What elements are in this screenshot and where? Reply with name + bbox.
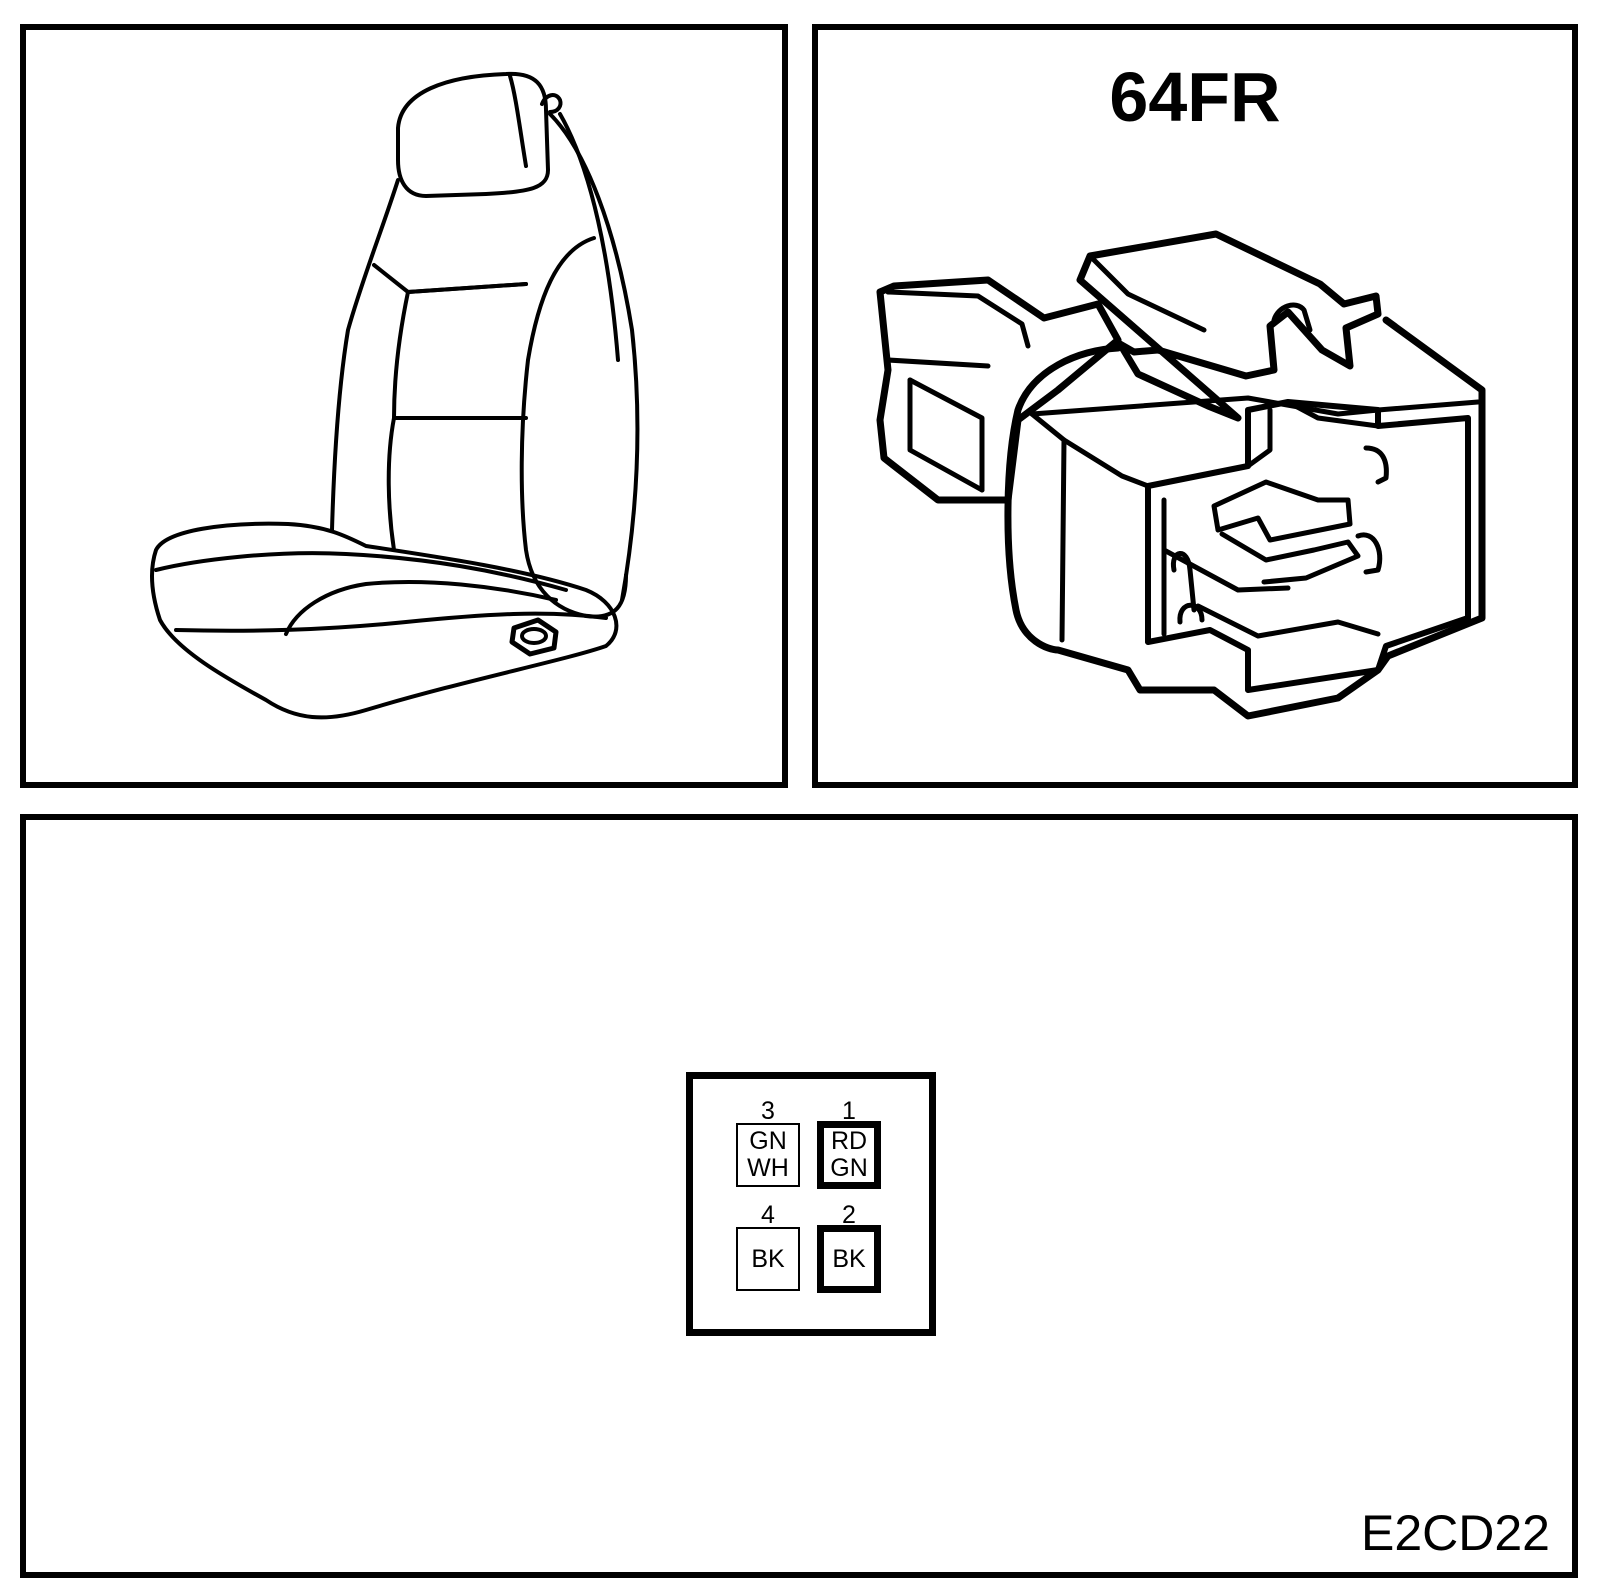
pin-cavity-1: RD GN — [817, 1121, 881, 1189]
seat-icon — [149, 71, 640, 720]
pin-cavity-3: GN WH — [736, 1123, 800, 1187]
pin-number-3: 3 — [761, 1097, 775, 1125]
pin-cavity-2: BK — [817, 1225, 881, 1293]
pin-1-color-2: GN — [830, 1154, 868, 1182]
pin-3-color-2: WH — [747, 1154, 789, 1182]
pin-number-2: 2 — [842, 1201, 856, 1229]
connector-face-view: 3 GN WH 1 RD GN 4 BK 2 BK — [686, 1072, 936, 1336]
connector-housing-icon — [876, 230, 1486, 720]
pin-cavity-4: BK — [736, 1227, 800, 1291]
pin-3-color-1: GN — [749, 1127, 787, 1155]
pinout-panel: 3 GN WH 1 RD GN 4 BK 2 BK E2CD22 — [20, 814, 1578, 1578]
pin-number-1: 1 — [842, 1097, 856, 1125]
seat-panel — [20, 24, 788, 788]
pin-4-color-1: BK — [751, 1244, 785, 1273]
pin-number-4: 4 — [761, 1201, 775, 1229]
connector-title: 64FR — [1109, 58, 1281, 136]
figure-code: E2CD22 — [1361, 1505, 1550, 1561]
pin-1-color-1: RD — [830, 1127, 868, 1155]
pin-2-color-1: BK — [832, 1244, 866, 1273]
connector-panel: 64FR — [812, 24, 1578, 788]
